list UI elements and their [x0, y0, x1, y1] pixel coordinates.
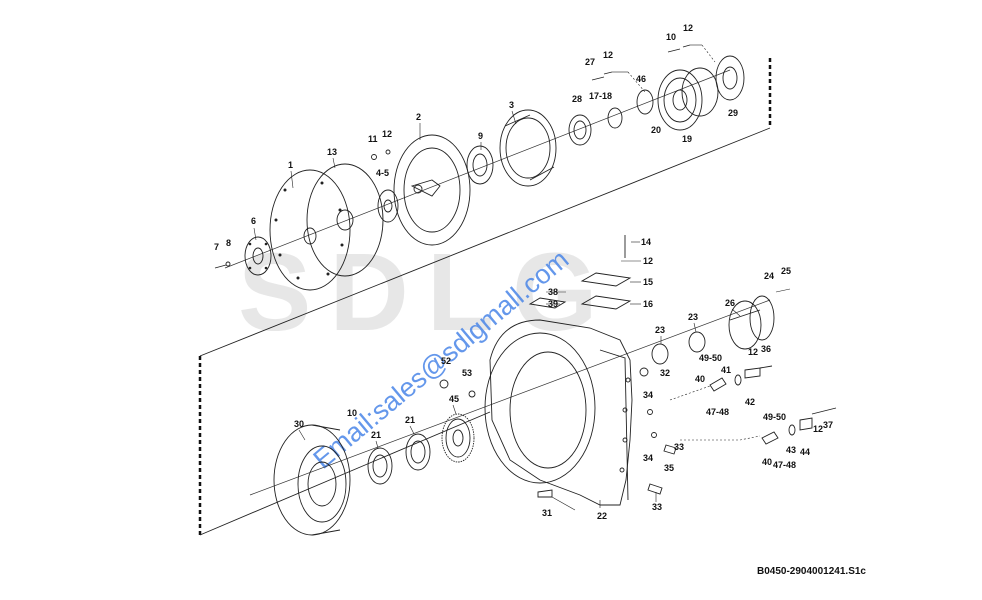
callout-label: 53 [462, 368, 472, 378]
callout-labels: 1 2 3 4-5 6 7 8 9 10 10 11 12 12 12 12 1… [214, 23, 833, 521]
axis-lines [224, 69, 771, 496]
callout-label: 34 [643, 390, 653, 400]
callout-label: 32 [660, 368, 670, 378]
lower-bearing-part [367, 447, 393, 485]
turbine-part [657, 67, 719, 131]
callout-label: 12 [643, 256, 653, 266]
converter-housing-part [499, 109, 557, 187]
callout-label: 23 [688, 312, 698, 322]
callout-label: 13 [327, 147, 337, 157]
callout-label: 19 [682, 134, 692, 144]
flange-orings-part [651, 331, 706, 365]
callout-label: 12 [683, 23, 693, 33]
callout-label: 41 [721, 365, 731, 375]
converter-cover-part [393, 134, 471, 246]
callout-label: 9 [478, 131, 483, 141]
callout-label: 4-5 [376, 168, 389, 178]
callout-label: 23 [655, 325, 665, 335]
bolt-part [214, 261, 231, 269]
callout-label: 40 [695, 374, 705, 384]
callout-label: 26 [725, 298, 735, 308]
adapter-ring-part [244, 236, 272, 276]
end-flange-part [715, 55, 745, 101]
gasket-ring-part [636, 89, 654, 115]
leader-lines [253, 110, 741, 511]
callout-label: 52 [441, 356, 451, 366]
callout-label: 12 [382, 129, 392, 139]
bearing-part [466, 145, 494, 185]
callout-label: 2 [416, 112, 421, 122]
fittings-part [439, 367, 677, 498]
callout-label: 11 [368, 134, 378, 144]
callout-label: 14 [641, 237, 651, 247]
callout-label: 49-50 [763, 412, 786, 422]
seal-part [568, 114, 592, 146]
callout-label: 21 [405, 415, 415, 425]
callout-label: 31 [542, 508, 552, 518]
lower-bearing-2-part [405, 433, 431, 471]
callout-label: 49-50 [699, 353, 722, 363]
callout-label: 45 [449, 394, 459, 404]
callout-label: 47-48 [773, 460, 796, 470]
callout-label: 30 [294, 419, 304, 429]
callout-label: 46 [636, 74, 646, 84]
callout-label: 33 [652, 502, 662, 512]
flex-plate-part [269, 169, 351, 291]
top-screws-part [371, 44, 716, 160]
callout-label: 16 [643, 299, 653, 309]
sensor-parts [669, 288, 837, 445]
oring-part [607, 107, 623, 129]
drawing-code: B0450-2904001241.S1c [757, 566, 866, 577]
callout-label: 43 [786, 445, 796, 455]
callout-label: 29 [728, 108, 738, 118]
callout-label: 33 [674, 442, 684, 452]
callout-label: 44 [800, 447, 810, 457]
output-flange-housing-part [273, 424, 351, 536]
callout-label: 34 [643, 453, 653, 463]
callout-label: 1 [288, 160, 293, 170]
callout-label: 22 [597, 511, 607, 521]
gear-part [441, 413, 475, 463]
callout-label: 15 [643, 277, 653, 287]
callout-label: 3 [509, 100, 514, 110]
callout-label: 28 [572, 94, 582, 104]
callout-label: 25 [781, 266, 791, 276]
callout-label: 27 [585, 57, 595, 67]
callout-label: 12 [603, 50, 613, 60]
callout-label: 24 [764, 271, 774, 281]
callout-label: 37 [823, 420, 833, 430]
callout-label: 8 [226, 238, 231, 248]
callout-label: 7 [214, 242, 219, 252]
callout-label: 10 [666, 32, 676, 42]
callout-label: 10 [347, 408, 357, 418]
callout-label: 40 [762, 457, 772, 467]
callout-label: 17-18 [589, 91, 612, 101]
transmission-housing-part [484, 319, 633, 506]
gaskets-part [528, 235, 632, 310]
spacer-ring-part [377, 189, 399, 223]
callout-label: 12 [813, 424, 823, 434]
callout-label: 21 [371, 430, 381, 440]
callout-label: 12 [748, 347, 758, 357]
callout-label: 47-48 [706, 407, 729, 417]
callout-label: 42 [745, 397, 755, 407]
callout-label: 36 [761, 344, 771, 354]
callout-label: 35 [664, 463, 674, 473]
input-flange-part [728, 295, 775, 350]
callout-label: 20 [651, 125, 661, 135]
callout-label: 6 [251, 216, 256, 226]
